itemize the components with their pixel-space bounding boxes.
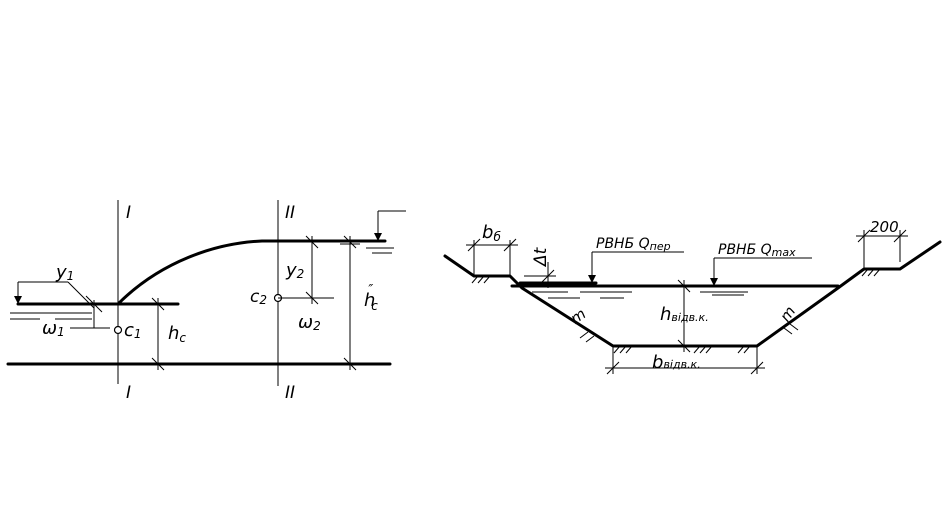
hc-label: hc: [168, 323, 186, 345]
water-hatch-right: [532, 291, 748, 299]
width-200-dimension: [856, 229, 908, 269]
rvnb-qmax-label: РВНБ Qmax: [718, 242, 796, 259]
section-2-bottom-label: II: [285, 383, 295, 403]
c2-label: c2: [250, 287, 267, 307]
rvnb-qper-label: РВНБ Qпер: [596, 236, 671, 253]
b-b-label: bб: [482, 222, 501, 244]
omega1-label: ω1: [42, 318, 65, 339]
section-1-top-label: I: [126, 203, 131, 223]
y1-label: y1: [55, 262, 74, 283]
centroid-c1-point: [113, 325, 123, 335]
width-200-label: 200: [870, 218, 899, 236]
y1-leader: [14, 281, 103, 328]
hc-double-prime-label: h″c: [364, 283, 378, 313]
water-hatch-left: [10, 312, 92, 320]
rvnb-qper-leader: [588, 251, 684, 283]
c1-label: c1: [124, 320, 142, 341]
downstream-level-marker: [340, 210, 406, 254]
hc-dimension: [151, 297, 165, 371]
hydraulic-jump-diagram: I I II II y1 ω1 c1 hc c2: [6, 200, 406, 403]
y2-dimension: [278, 235, 334, 305]
channel-cross-section-diagram: m m bб Δt РВНБ Qпер: [443, 218, 942, 375]
rvnb-qmax-leader: [710, 257, 812, 286]
b-vidv-dimension: [605, 346, 765, 375]
h-vidv-label: hвідв.к.: [660, 304, 709, 325]
b-vidv-label: bвідв.к.: [652, 352, 701, 373]
slope-m-right-label: m: [776, 303, 799, 325]
y2-label: y2: [285, 260, 304, 281]
h-vidv-dimension: [677, 279, 691, 353]
channel-profile: [443, 240, 942, 348]
ground-hatches: [471, 268, 881, 354]
b-b-dimension: [466, 238, 518, 276]
delta-t-dimension: [524, 262, 556, 288]
hc-double-prime-dimension: [343, 235, 357, 371]
section-1-bottom-label: I: [126, 383, 131, 403]
omega2-label: ω2: [298, 312, 321, 333]
hydraulic-jump-curve: [116, 239, 387, 306]
section-2-top-label: II: [285, 203, 295, 223]
delta-t-label: Δt: [531, 246, 551, 268]
slope-m-left-label: m: [567, 305, 589, 328]
